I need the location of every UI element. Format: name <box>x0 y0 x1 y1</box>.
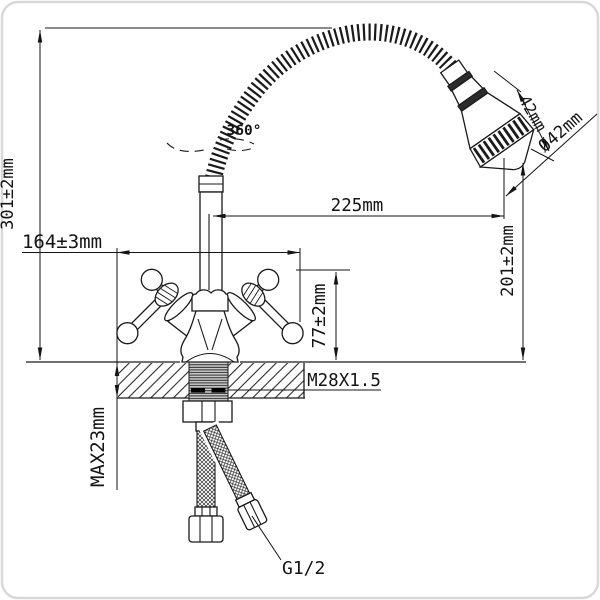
dim-handle-span: 164±3mm <box>22 231 301 322</box>
countertop <box>26 361 526 399</box>
label-swivel-angle: 360° <box>227 123 262 139</box>
right-handle-side-ball <box>281 322 304 345</box>
right-handle-top-ball <box>257 268 280 291</box>
mounting-shank <box>188 361 229 402</box>
left-handle-side-ball <box>116 322 139 345</box>
right-cross-handle <box>205 268 304 345</box>
swivel-arc <box>166 138 257 152</box>
base-collar <box>191 289 229 312</box>
svg-text:301±2mm: 301±2mm <box>0 158 18 230</box>
label-supply-thread: G1/2 <box>251 515 325 579</box>
dim-overall-height: 301±2mm <box>0 27 332 360</box>
spout-column <box>198 175 224 294</box>
svg-text:225mm: 225mm <box>331 196 384 216</box>
dim-body-height: 77±2mm <box>296 269 350 360</box>
straight-hose-nut <box>188 515 224 543</box>
svg-text:201±2mm: 201±2mm <box>498 225 518 297</box>
svg-text:G1/2: G1/2 <box>282 558 325 579</box>
supply-hose-angled <box>199 420 268 531</box>
dim-outlet-height: 201±2mm <box>498 163 526 360</box>
flexible-hose <box>203 23 457 186</box>
svg-text:164±3mm: 164±3mm <box>22 231 102 253</box>
left-handle-top-ball <box>140 268 163 291</box>
countertop-hatch-right <box>228 363 304 398</box>
dim-counter-thickness: MAX23mm <box>87 248 120 490</box>
countertop-hatch-left <box>118 363 189 398</box>
label-mount-thread: M28X1.5 <box>228 371 381 391</box>
dim-spout-reach: 225mm <box>213 158 505 219</box>
svg-text:77±2mm: 77±2mm <box>309 283 330 348</box>
svg-text:M28X1.5: M28X1.5 <box>307 371 381 391</box>
svg-text:MAX23mm: MAX23mm <box>87 407 109 487</box>
faucet-base <box>180 289 240 363</box>
